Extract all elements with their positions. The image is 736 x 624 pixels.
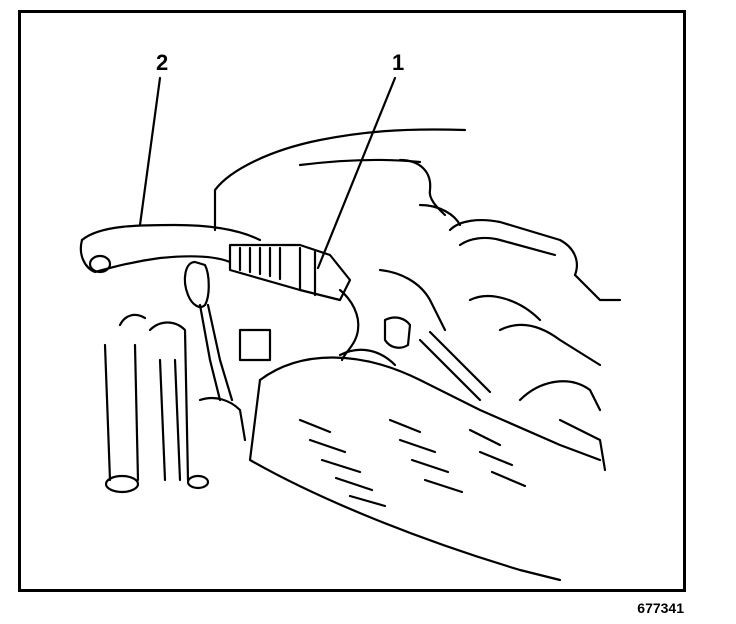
callout-label-1: 1 xyxy=(392,50,405,75)
callout-leader-1 xyxy=(316,76,397,270)
figure-id: 677341 xyxy=(637,600,684,616)
exhaust-pipe xyxy=(79,223,262,274)
valve-cover xyxy=(248,356,607,582)
right-components xyxy=(378,203,622,402)
figure-frame xyxy=(18,10,686,592)
callout-label-2: 2 xyxy=(156,50,169,75)
dipstick-handle xyxy=(183,260,234,402)
callout-leader-2 xyxy=(138,76,162,227)
oxygen-sensor xyxy=(228,243,360,362)
lower-components xyxy=(198,328,397,442)
left-hoses xyxy=(103,313,210,494)
